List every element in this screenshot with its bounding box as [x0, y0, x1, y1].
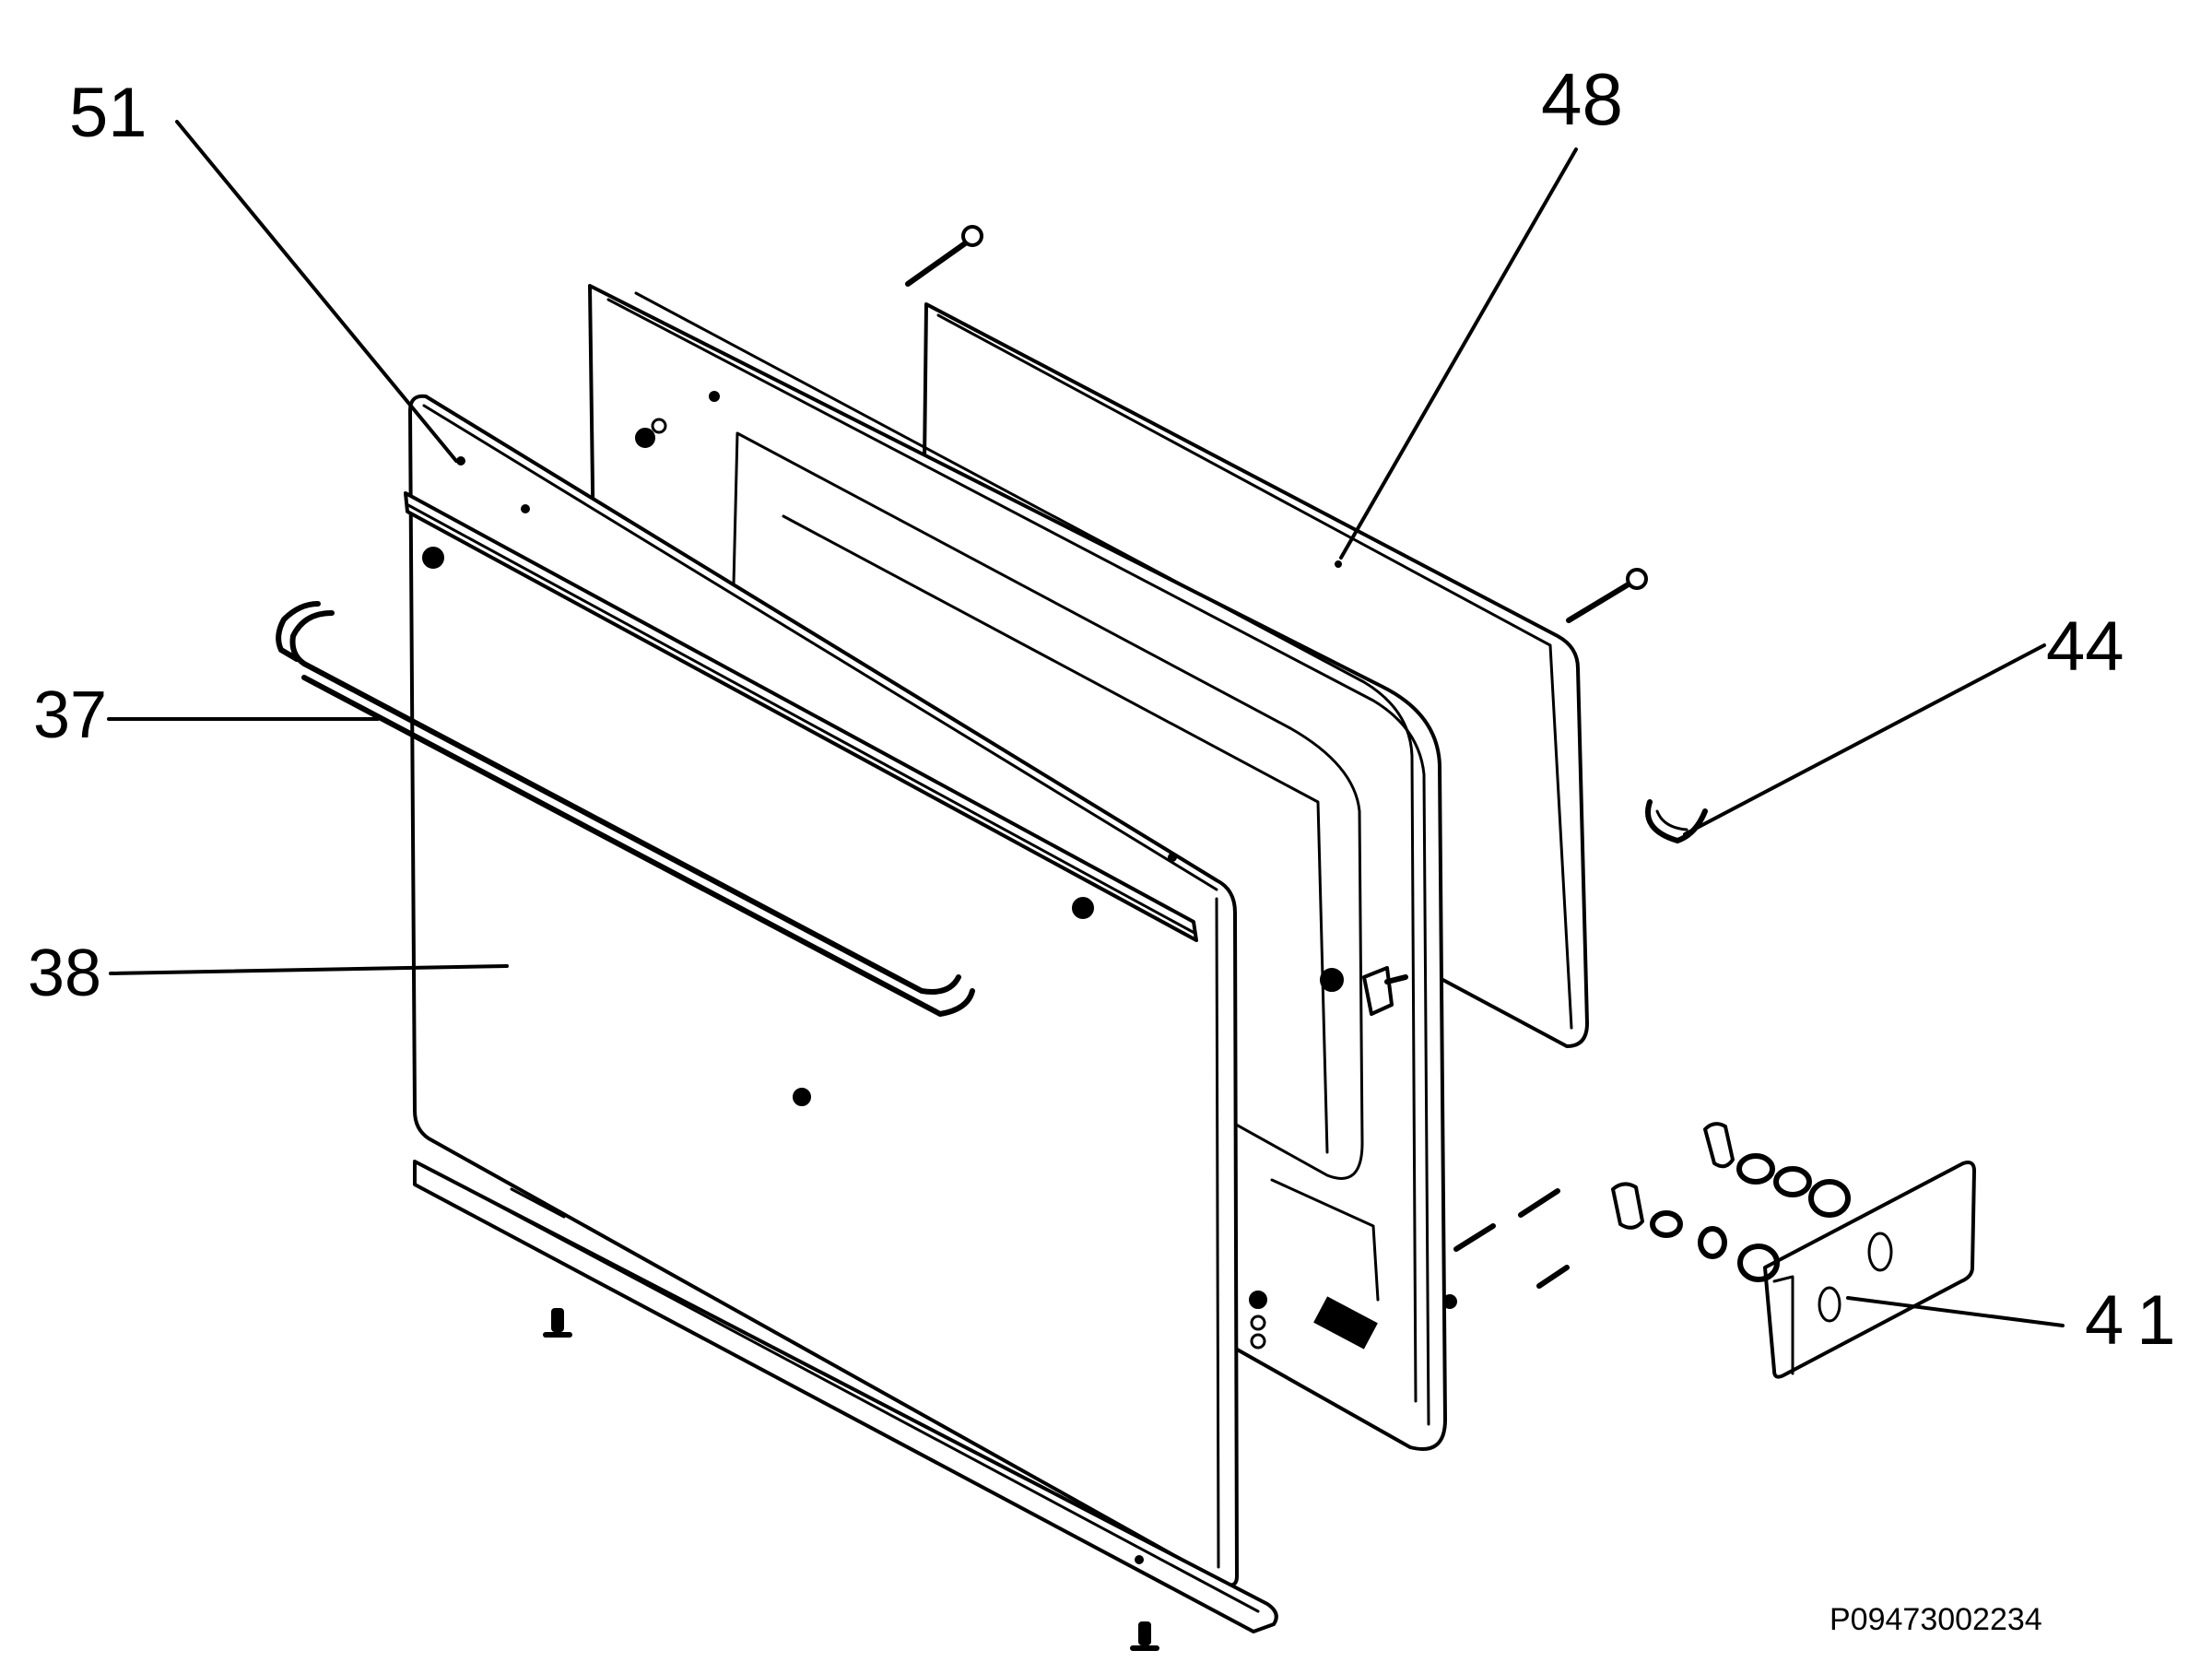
- leader-48: [1339, 147, 1578, 560]
- hardware-fasteners: [1442, 1122, 1851, 1309]
- callout-48: 48: [1541, 58, 1623, 140]
- callout-41: 41: [2085, 1281, 2189, 1360]
- callout-37: 37: [33, 678, 107, 752]
- front-panel-38: [404, 394, 1239, 1587]
- leader-51: [175, 120, 458, 463]
- bottom-screws: [543, 1308, 1159, 1651]
- callout-44: 44: [2046, 607, 2124, 686]
- leader-41: [1846, 1296, 2065, 1327]
- leader-38: [109, 964, 509, 975]
- screw-top: [905, 225, 983, 287]
- bottom-trim-rail: [413, 1160, 1278, 1633]
- leader-lines: [107, 120, 2065, 1327]
- callout-38: 38: [28, 937, 101, 1010]
- callout-labels: 51 48 44 37 38 41 P09473002234: [28, 58, 2189, 1637]
- hinge-bracket-41: [1763, 1161, 1976, 1379]
- screw-right: [1566, 568, 1648, 623]
- callout-51: 51: [69, 74, 147, 152]
- handle-37: [276, 601, 975, 1017]
- leader-44: [1683, 643, 2046, 836]
- reference-code: P09473002234: [1830, 1602, 2042, 1637]
- clip-44: [1645, 799, 1708, 843]
